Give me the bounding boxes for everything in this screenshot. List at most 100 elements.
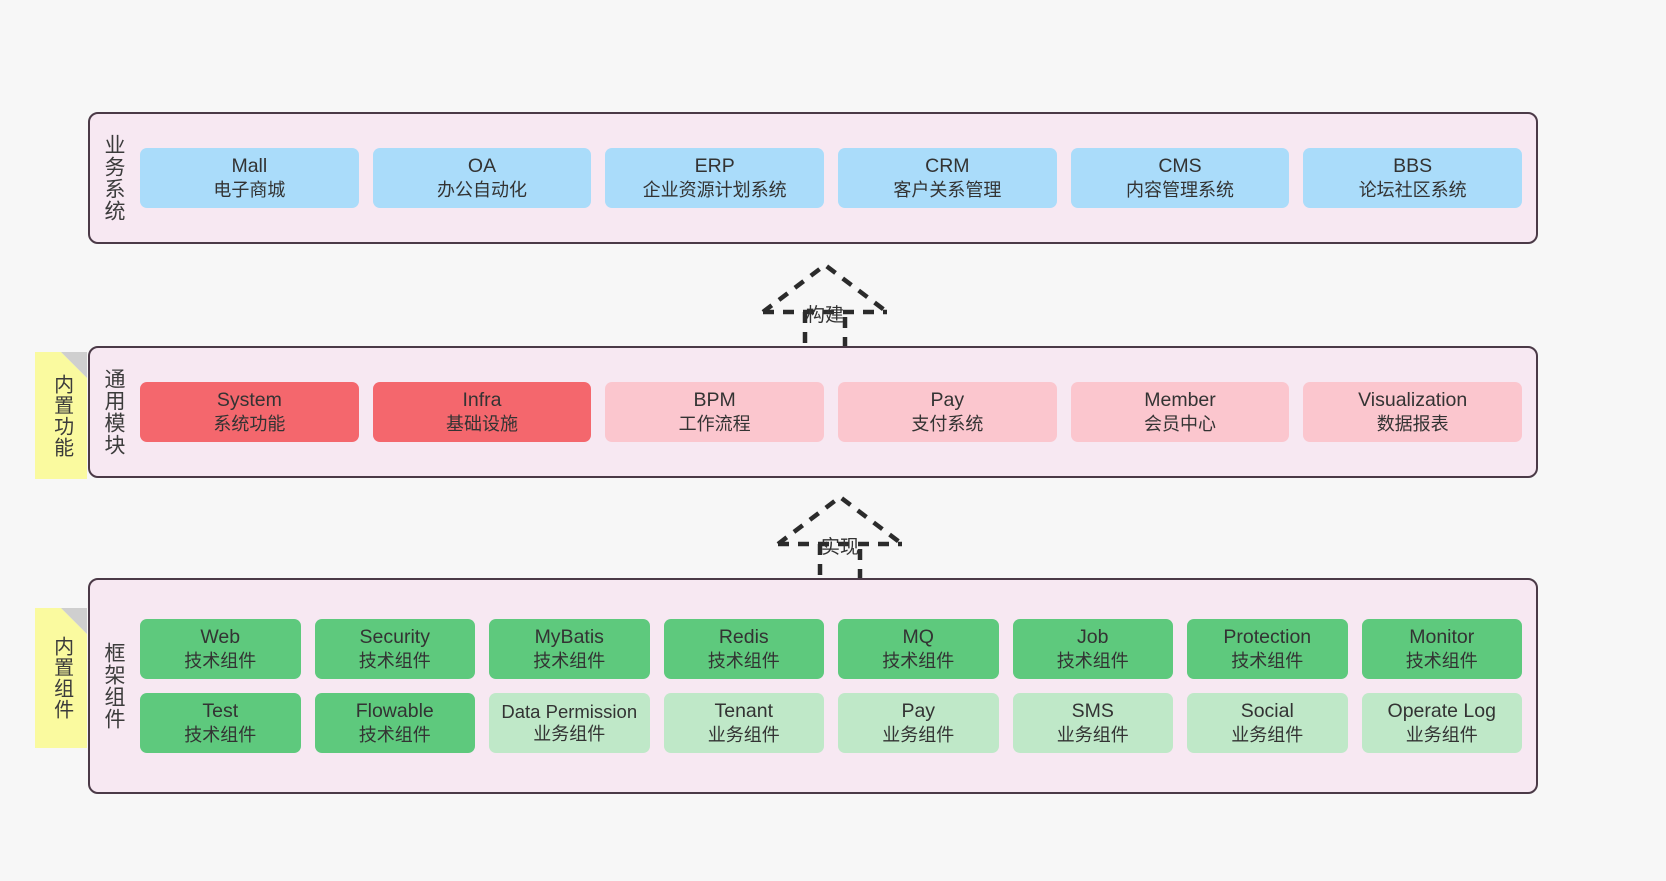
- node-label-cn: 电子商城: [213, 179, 286, 200]
- node-label-en: BBS: [1393, 155, 1433, 177]
- node-cms[interactable]: CMS 内容管理系统: [1070, 148, 1290, 208]
- node-label-cn: 技术组件: [184, 650, 257, 671]
- layer-body-framework-components: Web 技术组件 Security 技术组件 MyBatis 技术组件 Redi…: [136, 580, 1536, 792]
- node-label-cn: 技术组件: [882, 650, 955, 671]
- node-label-cn: 系统功能: [213, 413, 286, 434]
- node-member[interactable]: Member 会员中心: [1070, 382, 1290, 442]
- node-label-cn: 技术组件: [533, 650, 606, 671]
- node-label-en: CRM: [925, 155, 970, 177]
- node-pay-component[interactable]: Pay 业务组件: [838, 693, 999, 753]
- node-data-permission[interactable]: Data Permission 业务组件: [489, 693, 650, 753]
- node-label-en: Pay: [930, 389, 965, 411]
- node-label-en: Member: [1144, 389, 1216, 411]
- node-label-cn: 工作流程: [678, 413, 751, 434]
- node-mybatis[interactable]: MyBatis 技术组件: [489, 619, 650, 679]
- node-label-en: Web: [200, 626, 241, 649]
- layer-body-common-modules: System 系统功能 Infra 基础设施 BPM 工作流程 Pay 支付系统…: [136, 348, 1536, 476]
- arrow-head-triangle: [761, 262, 889, 314]
- node-web[interactable]: Web 技术组件: [140, 619, 301, 679]
- note-builtin-component: 内置组件: [35, 608, 87, 748]
- node-label-en: Protection: [1223, 626, 1312, 649]
- node-label-cn: 企业资源计划系统: [642, 179, 787, 200]
- arrow-implement: 实现: [760, 492, 920, 586]
- node-protection[interactable]: Protection 技术组件: [1187, 619, 1348, 679]
- layer-title-business-systems: 业务系统: [101, 134, 125, 222]
- node-row: Test 技术组件 Flowable 技术组件 Data Permission …: [140, 693, 1522, 753]
- node-label-cn: 业务组件: [882, 724, 955, 745]
- node-label-en: Test: [202, 700, 239, 722]
- node-label-en: Tenant: [714, 700, 774, 722]
- node-label-en: MyBatis: [534, 626, 604, 649]
- node-monitor[interactable]: Monitor 技术组件: [1361, 619, 1522, 679]
- node-label-cn: 技术组件: [358, 650, 431, 671]
- node-bbs[interactable]: BBS 论坛社区系统: [1303, 148, 1523, 208]
- node-social[interactable]: Social 业务组件: [1187, 693, 1348, 753]
- node-label-cn: 基础设施: [446, 413, 518, 434]
- node-label-cn: 论坛社区系统: [1358, 179, 1467, 200]
- node-job[interactable]: Job 技术组件: [1012, 619, 1173, 679]
- node-security[interactable]: Security 技术组件: [314, 619, 475, 679]
- layer-body-business-systems: Mall 电子商城 OA 办公自动化 ERP 企业资源计划系统 CRM 客户关系…: [136, 114, 1536, 242]
- node-label-cn: 客户关系管理: [893, 179, 1002, 200]
- node-redis[interactable]: Redis 技术组件: [663, 619, 824, 679]
- node-label-en: Redis: [718, 626, 769, 649]
- note-fold-corner-icon: [61, 608, 87, 634]
- layer-common-modules: 通用模块 System 系统功能 Infra 基础设施 BPM 工作流程 Pay…: [88, 346, 1538, 478]
- node-mq[interactable]: MQ 技术组件: [838, 619, 999, 679]
- node-label-en: ERP: [694, 155, 735, 177]
- node-oa[interactable]: OA 办公自动化: [372, 148, 592, 208]
- node-label-cn: 技术组件: [184, 724, 257, 745]
- node-row: Web 技术组件 Security 技术组件 MyBatis 技术组件 Redi…: [140, 619, 1522, 679]
- node-test[interactable]: Test 技术组件: [140, 693, 301, 753]
- node-label-en: BPM: [693, 389, 736, 411]
- node-label-cn: 支付系统: [911, 413, 984, 434]
- layer-framework-components: 框架组件 Web 技术组件 Security 技术组件 MyBatis 技术组件…: [88, 578, 1538, 794]
- node-label-cn: 内容管理系统: [1126, 179, 1235, 200]
- node-label-en: CMS: [1158, 155, 1202, 177]
- node-label-cn: 技术组件: [1231, 650, 1304, 671]
- node-label-en: Data Permission: [501, 700, 638, 722]
- node-label-cn: 办公自动化: [437, 179, 527, 200]
- node-label-en: Security: [359, 626, 430, 649]
- note-fold-corner-icon: [61, 352, 87, 378]
- node-label-en: MQ: [902, 626, 934, 649]
- note-label: 内置组件: [50, 636, 73, 720]
- node-crm[interactable]: CRM 客户关系管理: [838, 148, 1057, 208]
- note-label: 内置功能: [50, 373, 73, 458]
- node-label-cn: 业务组件: [1231, 724, 1304, 745]
- node-infra[interactable]: Infra 基础设施: [372, 382, 592, 442]
- arrow-build: 构建: [745, 260, 905, 354]
- node-row: Mall 电子商城 OA 办公自动化 ERP 企业资源计划系统 CRM 客户关系…: [140, 148, 1523, 208]
- node-bpm[interactable]: BPM 工作流程: [605, 382, 825, 442]
- note-builtin-function: 内置功能: [35, 352, 87, 479]
- node-flowable[interactable]: Flowable 技术组件: [314, 693, 475, 753]
- node-label-en: System: [216, 389, 282, 411]
- node-label-cn: 数据报表: [1376, 413, 1449, 434]
- node-mall[interactable]: Mall 电子商城: [140, 148, 359, 208]
- node-label-cn: 业务组件: [1405, 724, 1478, 745]
- node-visualization[interactable]: Visualization 数据报表: [1303, 382, 1523, 442]
- node-erp[interactable]: ERP 企业资源计划系统: [605, 148, 825, 208]
- layer-title-framework-components: 框架组件: [101, 642, 125, 730]
- layer-business-systems: 业务系统 Mall 电子商城 OA 办公自动化 ERP 企业资源计划系统 CRM…: [88, 112, 1538, 244]
- node-label-en: Flowable: [355, 700, 434, 722]
- node-label-cn: 技术组件: [707, 650, 780, 671]
- arrow-head-triangle: [776, 494, 904, 546]
- node-label-en: Operate Log: [1387, 700, 1496, 722]
- node-label-en: Visualization: [1358, 389, 1468, 411]
- node-sms[interactable]: SMS 业务组件: [1012, 693, 1173, 753]
- node-label-cn: 业务组件: [533, 724, 606, 745]
- node-system[interactable]: System 系统功能: [140, 382, 359, 442]
- node-label-cn: 会员中心: [1144, 413, 1217, 434]
- node-operate-log[interactable]: Operate Log 业务组件: [1361, 693, 1522, 753]
- node-label-en: Infra: [462, 389, 502, 411]
- node-label-en: Social: [1240, 700, 1294, 722]
- node-pay-module[interactable]: Pay 支付系统: [838, 382, 1057, 442]
- node-row: System 系统功能 Infra 基础设施 BPM 工作流程 Pay 支付系统…: [140, 382, 1523, 442]
- node-label-cn: 技术组件: [1056, 650, 1129, 671]
- arrow-shaft: [817, 544, 863, 585]
- node-label-en: Job: [1077, 626, 1109, 649]
- node-label-en: Pay: [901, 700, 936, 722]
- node-tenant[interactable]: Tenant 业务组件: [663, 693, 824, 753]
